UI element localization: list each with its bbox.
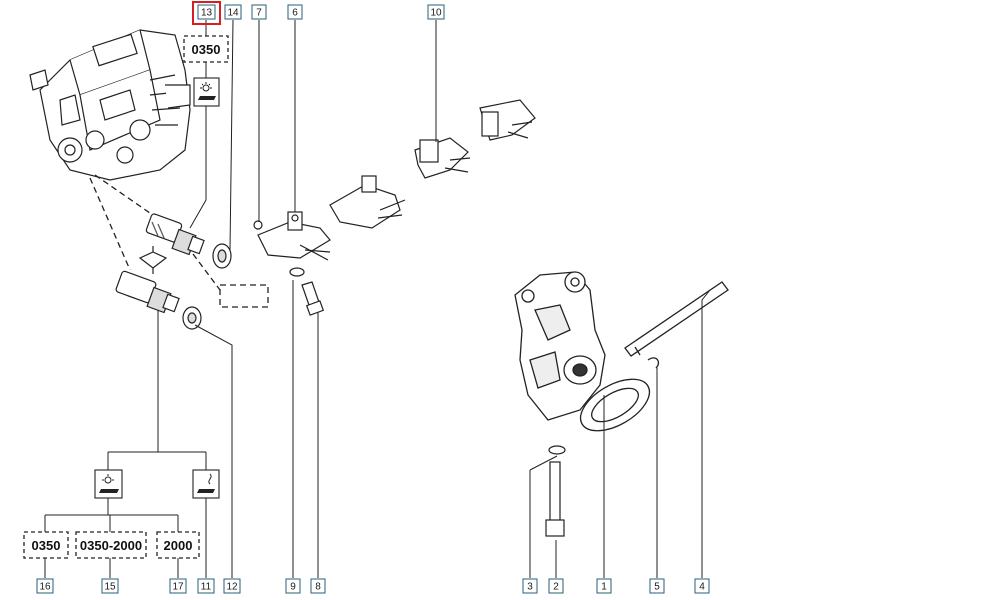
part-label-10[interactable]: 10 [427, 4, 445, 20]
bracket-part-6[interactable] [257, 211, 331, 261]
part-label-4[interactable]: 4 [694, 578, 710, 594]
washer-9[interactable] [289, 267, 305, 277]
part-label-1[interactable]: 1 [596, 578, 612, 594]
part-label-16-text: 16 [39, 582, 51, 593]
oil-pressure-warning-icon [193, 77, 220, 107]
part-label-3[interactable]: 3 [522, 578, 538, 594]
part-label-12-text: 12 [226, 582, 238, 593]
part-leader-lines [44, 19, 711, 578]
part-label-13-text: 13 [201, 8, 213, 19]
variant-code-middle[interactable]: 0350-2000 [75, 531, 147, 559]
sealing-washer-12[interactable] [182, 306, 202, 330]
oil-temperature-sensor-lower[interactable] [115, 270, 180, 314]
variant-code-left[interactable]: 0350 [23, 531, 69, 559]
part-label-6-text: 6 [292, 8, 298, 19]
part-label-10-text: 10 [430, 8, 442, 19]
variant-code-right-text: 2000 [164, 538, 193, 553]
part-label-15[interactable]: 15 [101, 578, 119, 594]
oil-pump-strainer-plate [579, 378, 651, 432]
bolt-2[interactable] [545, 461, 565, 537]
variant-code-top-text: 0350 [192, 42, 221, 57]
screw-7[interactable] [253, 220, 263, 230]
bracket-part-middle [329, 175, 406, 229]
part-label-7[interactable]: 7 [251, 4, 267, 20]
part-label-17[interactable]: 17 [169, 578, 187, 594]
part-label-9-text: 9 [290, 582, 296, 593]
dashed-placeholder-box [219, 284, 269, 308]
part-label-2-text: 2 [553, 582, 559, 593]
bolt-8[interactable] [301, 281, 325, 316]
part-label-3-text: 3 [527, 582, 533, 593]
part-label-5-text: 5 [654, 582, 660, 593]
part-label-8-text: 8 [315, 582, 321, 593]
sealing-washer-14[interactable] [212, 243, 232, 269]
part-label-12[interactable]: 12 [223, 578, 241, 594]
variant-code-middle-text: 0350-2000 [80, 538, 142, 553]
part-label-17-text: 17 [172, 582, 184, 593]
engine-block-illustration [29, 29, 191, 181]
circlip-5[interactable] [647, 357, 660, 369]
part-label-9[interactable]: 9 [285, 578, 301, 594]
washer-3[interactable] [548, 445, 566, 455]
drive-shaft-4[interactable] [624, 281, 729, 357]
part-label-8[interactable]: 8 [310, 578, 326, 594]
part-label-1-text: 1 [601, 582, 607, 593]
variant-code-top[interactable]: 0350 [183, 35, 229, 63]
part-label-13[interactable]: 13 [192, 1, 221, 25]
part-label-7-text: 7 [256, 8, 262, 19]
variant-code-left-text: 0350 [32, 538, 61, 553]
part-label-14[interactable]: 14 [224, 4, 242, 20]
part-label-15-text: 15 [104, 582, 116, 593]
oil-pressure-icon-alt [192, 469, 220, 499]
oil-temperature-icon [94, 469, 123, 499]
oil-pump-body-1[interactable] [514, 271, 606, 421]
part-label-16[interactable]: 16 [36, 578, 54, 594]
part-label-6[interactable]: 6 [287, 4, 303, 20]
bracket-part-top-right [479, 99, 536, 141]
part-label-5[interactable]: 5 [649, 578, 665, 594]
part-label-11[interactable]: 11 [197, 578, 215, 594]
variant-code-right[interactable]: 2000 [156, 531, 200, 559]
bracket-part-10[interactable] [414, 137, 471, 179]
oil-pressure-switch-upper[interactable] [145, 213, 205, 256]
part-label-14-text: 14 [227, 8, 239, 19]
clip-ring [138, 246, 168, 274]
part-label-4-text: 4 [699, 582, 705, 593]
part-label-2[interactable]: 2 [548, 578, 564, 594]
part-label-11-text: 11 [201, 582, 212, 593]
